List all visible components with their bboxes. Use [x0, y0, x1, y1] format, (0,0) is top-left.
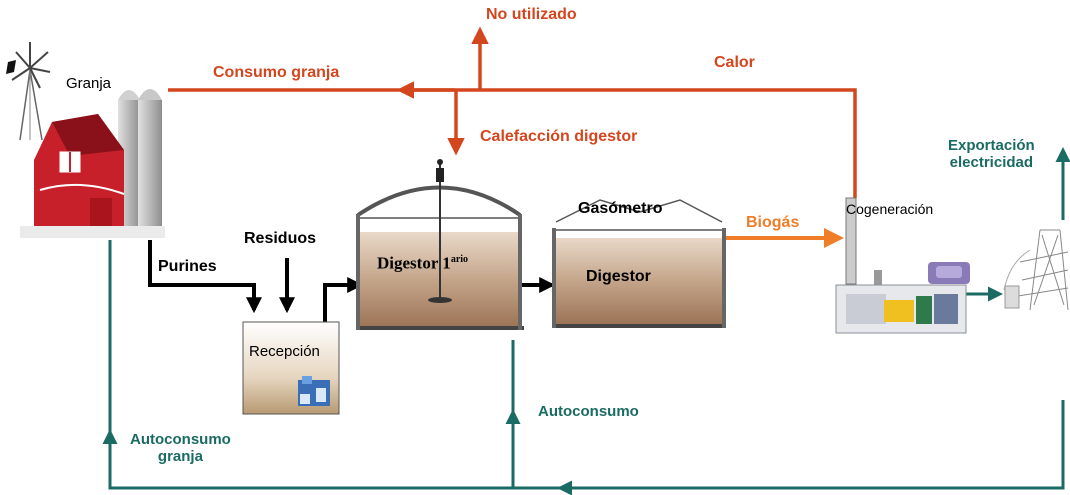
cogeneration-unit	[835, 197, 970, 334]
power-pylon-icon	[1003, 229, 1069, 311]
electricity-flow-lines	[102, 147, 1070, 495]
cogeneracion-label: Cogeneración	[846, 201, 934, 217]
farm-icon	[6, 42, 165, 238]
digestor-primario-text: Digestor 1	[377, 253, 451, 273]
autoconsumo-label: Autoconsumo	[538, 403, 639, 420]
digestor-label: Digestor	[586, 268, 651, 285]
residuos-label: Residuos	[244, 230, 317, 247]
exportacion-line2: electricidad	[949, 153, 1034, 171]
calefaccion-digestor-label: Calefacción digestor	[480, 128, 638, 145]
consumo-granja-label: Consumo granja	[213, 64, 340, 81]
purines-label: Purines	[158, 258, 217, 275]
digestor-primario-sup: ario	[450, 254, 469, 265]
granja-label: Granja	[66, 75, 112, 92]
pump-icon	[298, 376, 330, 406]
autoconsumo-granja-line1: Autoconsumo	[130, 431, 231, 448]
heat-flow-lines	[168, 26, 857, 198]
calor-label: Calor	[714, 54, 755, 71]
autoconsumo-granja-line2: granja	[157, 447, 203, 465]
primary-digester	[356, 159, 524, 330]
exportacion-line1: Exportación	[948, 137, 1035, 154]
no-utilizado-label: No utilizado	[486, 6, 577, 23]
digestor-primario-label: Digestor 1ario	[377, 254, 468, 273]
recepcion-label: Recepción	[249, 343, 320, 360]
exportacion-electricidad-label: Exportación electricidad	[948, 137, 1035, 171]
secondary-digester	[552, 199, 726, 328]
reception-tank	[242, 321, 340, 415]
gasometro-label: Gasómetro	[578, 200, 663, 217]
biogas-label: Biogás	[746, 214, 800, 231]
autoconsumo-granja-label: Autoconsumo granja	[130, 431, 231, 465]
